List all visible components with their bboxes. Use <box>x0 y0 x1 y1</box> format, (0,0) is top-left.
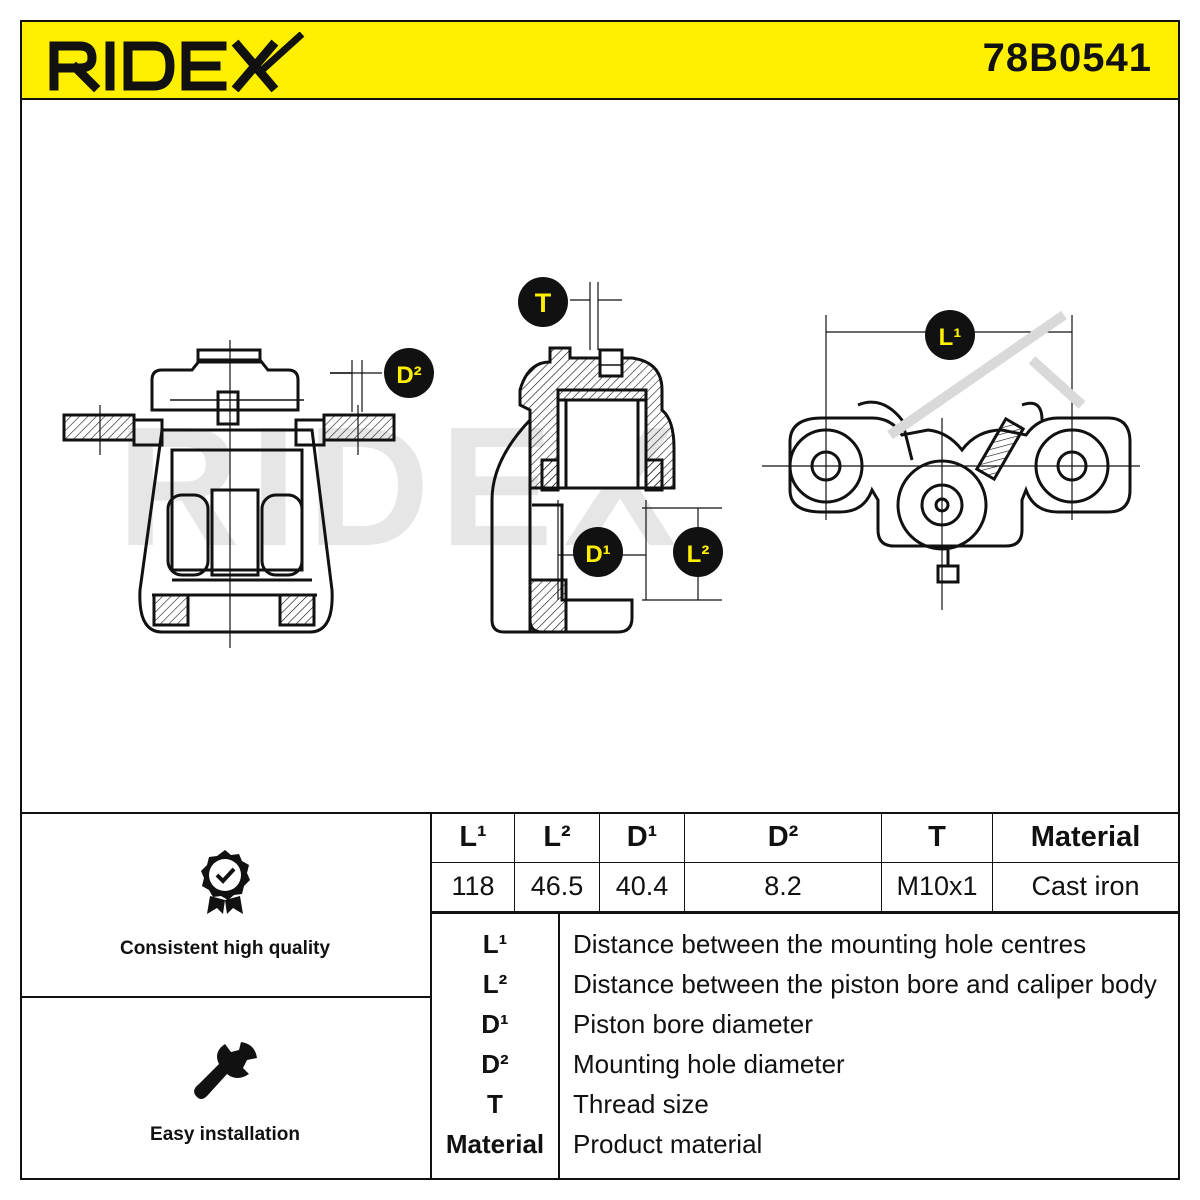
ridex-logo <box>49 32 305 92</box>
header-bar: 78B0541 <box>20 20 1180 100</box>
spec-header: L¹ <box>432 814 515 863</box>
feature-label: Easy installation <box>150 1124 300 1145</box>
badge-d1: D¹ <box>573 527 623 577</box>
legend-desc: Product material <box>573 1129 763 1159</box>
wrench-icon <box>194 1042 257 1099</box>
spec-header: Material <box>992 814 1178 863</box>
legend-desc: Mounting hole diameter <box>573 1049 845 1079</box>
svg-text:D¹: D¹ <box>585 541 610 568</box>
feature-installation: Easy installation <box>20 998 430 1180</box>
badge-l2: L² <box>673 527 723 577</box>
spec-value: 40.4 <box>599 861 685 913</box>
spec-value: M10x1 <box>881 861 993 913</box>
svg-text:D²: D² <box>396 362 421 389</box>
spec-value-row: 118 46.5 40.4 8.2 M10x1 Cast iron <box>432 861 1178 913</box>
spec-value: 118 <box>432 861 515 913</box>
dimension-badges: T D² L¹ D¹ L² <box>384 277 975 577</box>
legend-key: L² <box>482 969 508 999</box>
legend-desc: Thread size <box>573 1089 709 1119</box>
feature-divider <box>20 996 430 998</box>
legend-key: Material <box>445 1129 545 1159</box>
legend-row: T Thread size <box>432 1089 1178 1129</box>
part-number: 78B0541 <box>982 36 1152 80</box>
spec-header: D¹ <box>599 814 685 863</box>
spec-header-row: L¹ L² D¹ D² T Material <box>432 814 1178 863</box>
legend-row: Material Product material <box>432 1129 1178 1169</box>
legend-row: D² Mounting hole diameter <box>432 1049 1178 1089</box>
features-panel: Consistent high quality Easy installatio… <box>20 812 430 1180</box>
legend-desc: Distance between the mounting hole centr… <box>573 929 1087 959</box>
caliper-section-view <box>490 346 676 634</box>
badge-d2: D² <box>384 348 434 398</box>
spec-value: Cast iron <box>992 861 1178 913</box>
badge-t: T <box>518 277 568 327</box>
legend-desc: Piston bore diameter <box>573 1009 813 1039</box>
legend-divider <box>558 914 560 1180</box>
caliper-front-view <box>62 348 396 634</box>
spec-header: D² <box>684 814 882 863</box>
spec-header: T <box>881 814 993 863</box>
feature-quality: Consistent high quality <box>20 812 430 996</box>
caliper-top-view <box>788 400 1132 584</box>
spec-table: L¹ L² D¹ D² T Material 118 46.5 40.4 8.2… <box>432 814 1178 913</box>
svg-text:L²: L² <box>687 541 710 568</box>
legend-key: L¹ <box>482 929 508 959</box>
legend-key: D¹ <box>481 1009 509 1039</box>
quality-badge-icon <box>201 850 250 914</box>
spec-header: L² <box>514 814 600 863</box>
svg-text:T: T <box>535 288 552 318</box>
legend-key: T <box>487 1089 503 1119</box>
legend-table: L¹ Distance between the mounting hole ce… <box>432 912 1178 1182</box>
legend-row: L¹ Distance between the mounting hole ce… <box>432 929 1178 969</box>
legend-row: L² Distance between the piston bore and … <box>432 969 1178 1009</box>
legend-key: D² <box>481 1049 509 1079</box>
spec-value: 46.5 <box>514 861 600 913</box>
svg-text:L¹: L¹ <box>939 324 962 351</box>
feature-label: Consistent high quality <box>119 938 331 959</box>
spec-value: 8.2 <box>684 861 882 913</box>
panel-divider <box>430 812 432 1180</box>
legend-desc: Distance between the piston bore and cal… <box>573 969 1157 999</box>
badge-l1: L¹ <box>925 310 975 360</box>
legend-row: D¹ Piston bore diameter <box>432 1009 1178 1049</box>
section-divider <box>20 812 1180 814</box>
caliper-drawing: RIDEX <box>62 277 1140 648</box>
